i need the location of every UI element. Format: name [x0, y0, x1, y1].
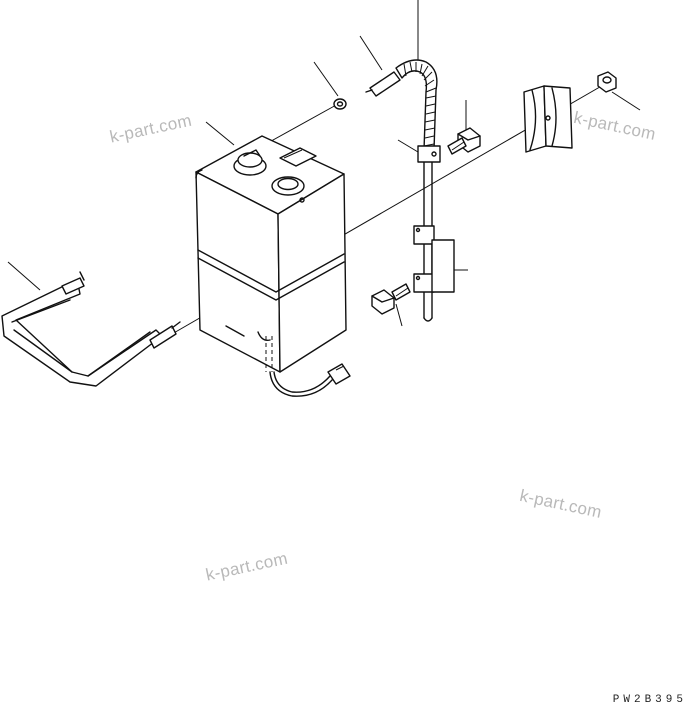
pump-port	[271, 176, 305, 196]
mounting-plate	[523, 85, 573, 153]
washer-part	[333, 98, 347, 110]
nozzle	[369, 71, 401, 97]
tank-right-face	[277, 173, 347, 373]
corrugations	[403, 61, 437, 147]
drawing-code: PW2B395	[612, 694, 687, 706]
tank-bracket	[1, 271, 181, 387]
hose-sleeve	[431, 239, 455, 293]
bolt-upper	[447, 127, 481, 155]
pump-connector	[327, 363, 351, 385]
hose-assembly	[365, 59, 455, 322]
nut	[597, 71, 617, 93]
hose-clip-upper	[417, 145, 441, 163]
leader-lines	[7, 0, 641, 327]
pump-harness	[269, 363, 351, 397]
washer-tank	[195, 135, 347, 373]
bolt-lower	[371, 283, 411, 315]
tank-label-plate	[279, 147, 317, 167]
filler-cap	[233, 149, 267, 176]
